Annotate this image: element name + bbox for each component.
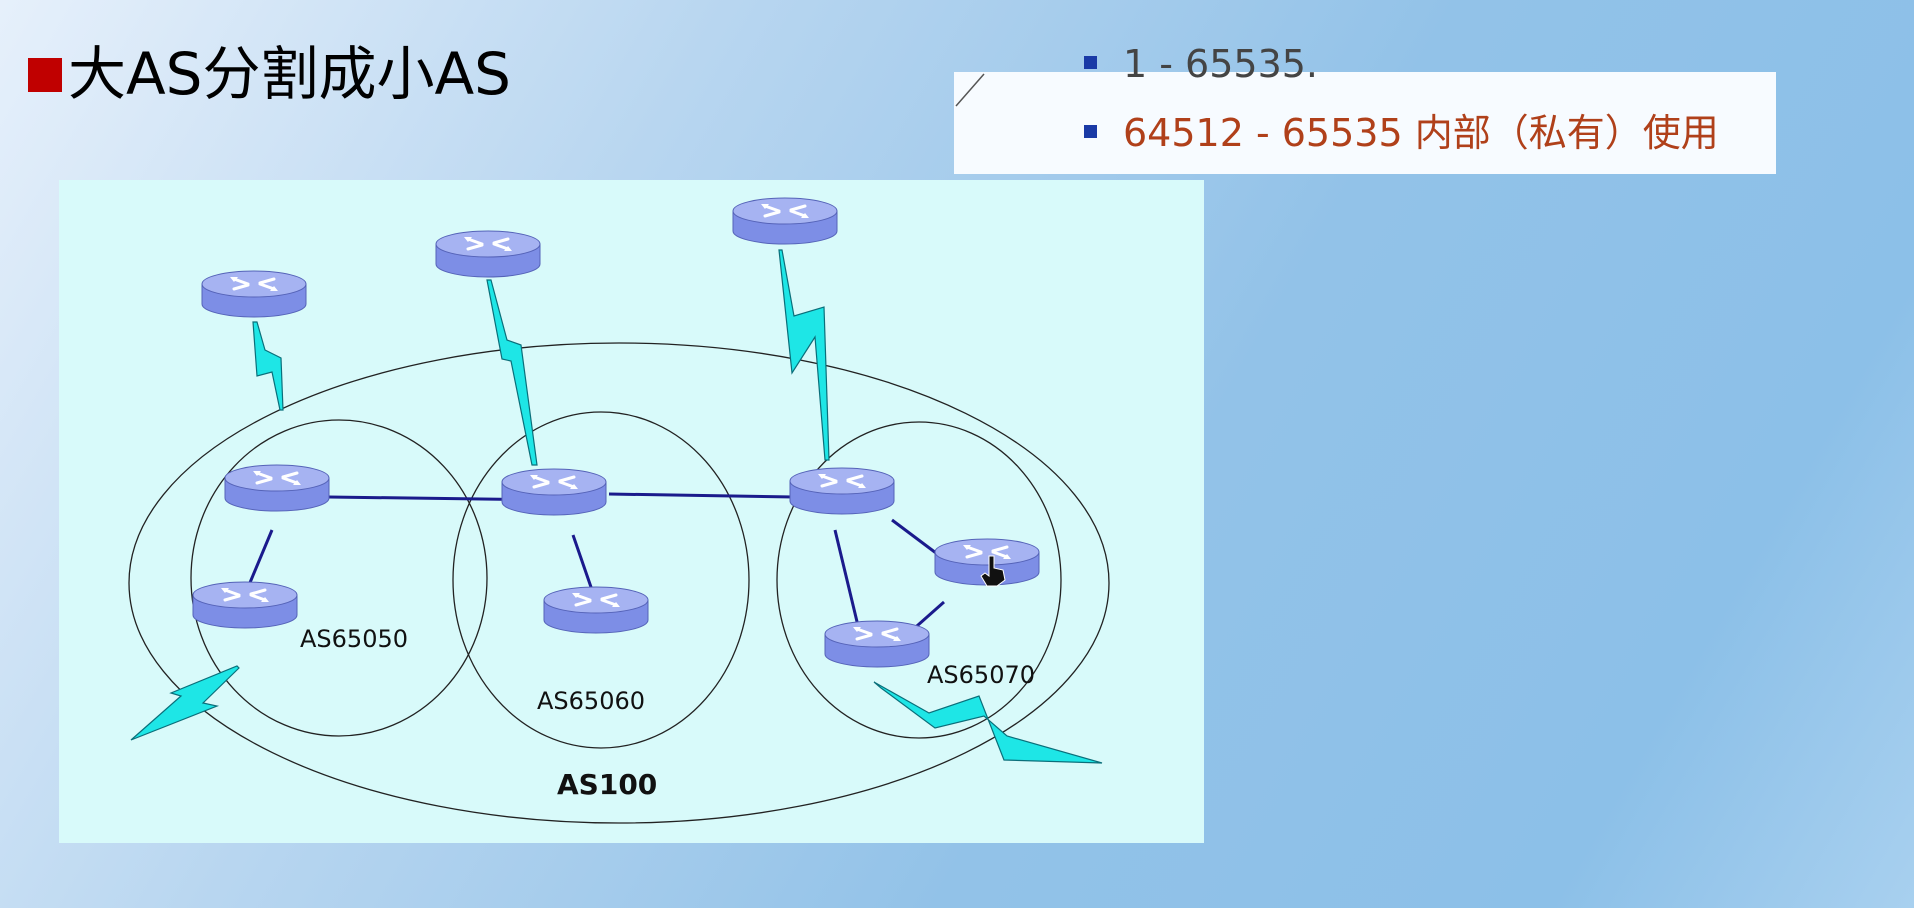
note-line-top-text: 1 - 65535. bbox=[1123, 42, 1319, 86]
as65060-boundary bbox=[452, 411, 750, 749]
as65050-boundary bbox=[190, 419, 488, 737]
slide-title-text: 大AS分割成小AS bbox=[68, 40, 511, 108]
bullet-square-icon bbox=[1084, 125, 1097, 138]
router-top-right bbox=[731, 196, 839, 246]
router-as65060-internal bbox=[542, 585, 650, 635]
diagram-canvas: AS65050 AS65060 AS65070 AS100 bbox=[128, 196, 1110, 824]
ethernet-links bbox=[247, 492, 945, 635]
note-panel-corner-line bbox=[955, 73, 985, 107]
note-line-private-range: 64512 - 65535 内部（私有）使用 bbox=[1084, 102, 1719, 157]
router-as65060-border bbox=[500, 467, 608, 517]
serial-links bbox=[130, 249, 1103, 764]
bullet-square-icon bbox=[1084, 56, 1097, 69]
router-as65050-internal bbox=[191, 580, 299, 630]
note-line-main-text: 64512 - 65535 内部（私有）使用 bbox=[1123, 111, 1719, 155]
as100-boundary bbox=[128, 342, 1110, 824]
slide-title: 大AS分割成小AS bbox=[28, 38, 511, 110]
note-line-top: 1 - 65535. bbox=[1084, 42, 1318, 86]
as65070-boundary bbox=[776, 421, 1062, 739]
router-top-left bbox=[200, 269, 308, 319]
as-number-note-panel: 1 - 65535. 64512 - 65535 内部（私有）使用 bbox=[954, 42, 1776, 174]
label-as65050: AS65050 bbox=[300, 625, 408, 653]
label-as65070: AS65070 bbox=[927, 661, 1035, 689]
label-as100: AS100 bbox=[557, 768, 657, 801]
hand-cursor-icon bbox=[980, 555, 1006, 587]
as-network-diagram: AS65050 AS65060 AS65070 AS100 bbox=[59, 180, 1204, 843]
label-as65060: AS65060 bbox=[537, 687, 645, 715]
router-as65070-border bbox=[788, 466, 896, 516]
router-top-center bbox=[434, 229, 542, 279]
router-as65050-border bbox=[223, 463, 331, 513]
title-bullet-icon bbox=[28, 58, 62, 92]
router-as65070-bottom bbox=[823, 619, 931, 669]
